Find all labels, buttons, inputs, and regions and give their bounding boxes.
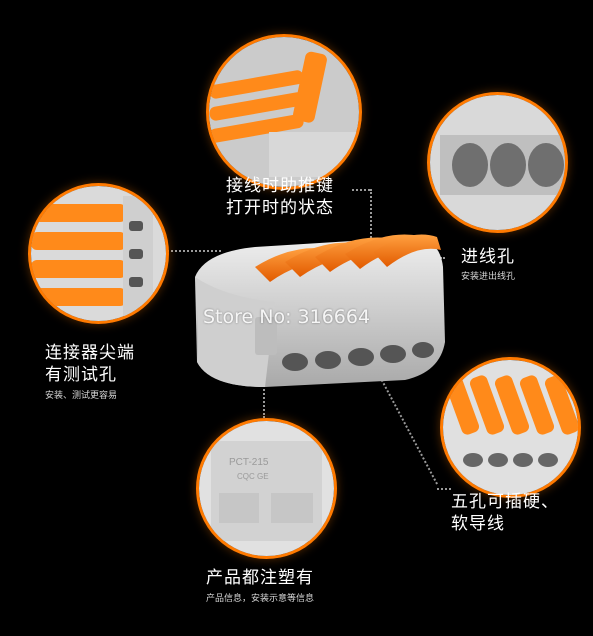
engraved-cert-text: CQC GE <box>237 472 269 481</box>
test-hole-title-1: 连接器尖端 <box>45 343 135 363</box>
test-hole-subtitle: 安装、测试更容易 <box>45 391 118 401</box>
lever-open-closeup <box>209 37 359 187</box>
callout-test-hole <box>28 183 169 324</box>
engraved-model-text: PCT-215 <box>229 457 269 468</box>
lever-open-title-2: 打开时的状态 <box>226 198 334 218</box>
lever-open-title-1: 接线时助推键 <box>226 176 334 196</box>
callout-lever-open <box>206 34 362 190</box>
five-holes-title-1: 五孔可插硬、 <box>451 492 559 512</box>
five-holes-closeup <box>443 360 578 495</box>
labeling-title: 产品都注塑有 <box>206 568 314 588</box>
connector-product-image <box>195 234 445 387</box>
connector-line-test <box>163 250 221 252</box>
test-hole-closeup <box>31 186 166 321</box>
connector-line-lever-h <box>352 189 370 191</box>
callout-inlet <box>427 92 568 233</box>
callout-five-holes <box>440 357 581 498</box>
store-watermark: Store No: 316664 <box>203 306 371 328</box>
test-hole-title-2: 有测试孔 <box>45 365 117 385</box>
connector-line-lever <box>370 189 372 249</box>
labeling-subtitle: 产品信息，安装示意等信息 <box>206 594 315 604</box>
inlet-title: 进线孔 <box>461 247 515 267</box>
labeling-closeup: PCT-215 CQC GE <box>199 421 334 556</box>
connector-line-label <box>263 378 265 418</box>
connector-line-holes-h <box>437 488 451 490</box>
inlet-subtitle: 安装进出线孔 <box>461 272 516 282</box>
five-holes-title-2: 软导线 <box>451 514 505 534</box>
callout-labeling: PCT-215 CQC GE <box>196 418 337 559</box>
inlet-closeup <box>430 95 565 230</box>
